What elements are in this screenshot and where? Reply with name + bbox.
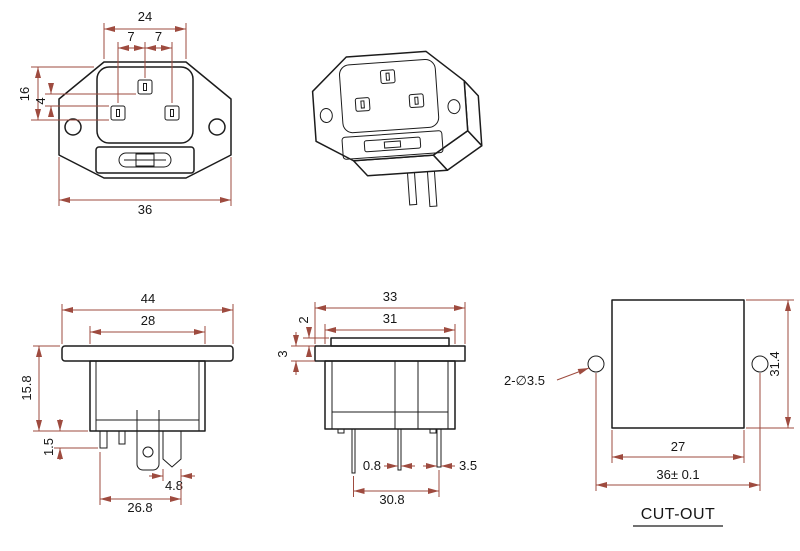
dim-text-0-8: 0.8 bbox=[363, 458, 381, 473]
dim-text-36: 36 bbox=[138, 202, 152, 217]
dim-text-27: 27 bbox=[671, 439, 685, 454]
dim-text-16: 16 bbox=[17, 87, 32, 101]
mounting-hole-right bbox=[447, 99, 461, 115]
cutout-title: CUT-OUT bbox=[633, 506, 723, 527]
dim-recess-height: 16 bbox=[17, 66, 109, 121]
dim-text-31: 31 bbox=[383, 311, 397, 326]
dim-terminal-span-30-8: 30.8 bbox=[353, 470, 440, 507]
dim-text-44: 44 bbox=[141, 291, 155, 306]
dim-text-1-5: 1.5 bbox=[41, 438, 56, 456]
neutral-pin bbox=[164, 105, 180, 121]
dim-flange-thickness-3: 3 bbox=[275, 332, 315, 375]
dim-top-width: 24 bbox=[103, 9, 187, 59]
cutout-view: 31.4 27 36± 0.1 2-∅3.5 CUT-OUT bbox=[504, 299, 794, 527]
flange-plate bbox=[61, 345, 234, 362]
mounting-hole-left bbox=[319, 108, 333, 124]
dim-text-7-left: 7 bbox=[127, 29, 134, 44]
earth-pin bbox=[137, 79, 153, 95]
dim-flange-width: 36 bbox=[58, 157, 232, 217]
dim-body-width-28: 28 bbox=[89, 313, 206, 344]
cutout-hole-right bbox=[751, 355, 769, 373]
socket-boss bbox=[330, 337, 450, 347]
fuse-drawer bbox=[95, 146, 195, 174]
line-pin bbox=[110, 105, 126, 121]
dim-cutout-height-31-4: 31.4 bbox=[746, 299, 794, 429]
dim-pin-row-offset: 4 bbox=[33, 83, 136, 117]
front-elevation-view: 44 28 15.8 1.5 4.8 bbox=[19, 291, 234, 515]
line-pin bbox=[354, 97, 371, 112]
dim-cutout-width-27: 27 bbox=[611, 430, 745, 463]
flange-plate bbox=[314, 345, 466, 362]
dim-body-depth-15-8: 15.8 bbox=[19, 345, 88, 432]
dim-text-33: 33 bbox=[383, 289, 397, 304]
dim-hole-spacing-36: 36± 0.1 bbox=[595, 373, 761, 491]
dim-terminal-length-1-5: 1.5 bbox=[41, 419, 98, 460]
fuse-holder-tab bbox=[136, 430, 160, 471]
mounting-hole-right bbox=[208, 118, 226, 136]
terminal-pin bbox=[351, 428, 356, 474]
earth-pin bbox=[379, 69, 396, 84]
dim-clip-width-4-8: 4.8 bbox=[149, 469, 195, 493]
cutout-label: CUT-OUT bbox=[641, 506, 716, 523]
cutout-hole-left bbox=[587, 355, 605, 373]
dim-text-28: 28 bbox=[141, 313, 155, 328]
body bbox=[324, 360, 456, 430]
terminal-pin bbox=[397, 428, 402, 471]
dim-body-length-31: 31 bbox=[324, 311, 456, 344]
dim-terminal-width-3-5: 3.5 bbox=[423, 458, 477, 473]
mounting-hole-left bbox=[64, 118, 82, 136]
dim-text-24: 24 bbox=[138, 9, 152, 24]
hole-callout: 2-∅3.5 bbox=[504, 367, 590, 388]
dim-flange-length-33: 33 bbox=[314, 289, 466, 344]
fuse-tab-hole bbox=[142, 446, 154, 458]
dim-text-hole-callout: 2-∅3.5 bbox=[504, 373, 545, 388]
dim-flange-width-44: 44 bbox=[61, 291, 234, 344]
side-elevation-view: 33 31 2 3 0.8 3 bbox=[275, 289, 477, 507]
dim-text-2: 2 bbox=[296, 316, 311, 323]
terminal-pin bbox=[118, 430, 126, 445]
perspective-view bbox=[311, 50, 483, 208]
cutout-rectangle bbox=[611, 299, 745, 429]
socket-recess bbox=[339, 59, 440, 134]
terminal-pin bbox=[436, 428, 442, 468]
dim-terminal-thickness-0-8: 0.8 bbox=[363, 458, 415, 473]
dim-text-15-8: 15.8 bbox=[19, 375, 34, 400]
dim-text-36-tol: 36± 0.1 bbox=[656, 467, 699, 482]
dim-text-3: 3 bbox=[275, 350, 290, 357]
dim-text-31-4: 31.4 bbox=[767, 351, 782, 376]
dim-text-4-8: 4.8 bbox=[165, 478, 183, 493]
foot bbox=[337, 428, 345, 434]
socket-recess bbox=[96, 66, 194, 144]
foot bbox=[429, 428, 437, 434]
dim-boss-height-2: 2 bbox=[296, 316, 329, 357]
snap-clip bbox=[162, 430, 182, 468]
front-view: 24 7 7 16 4 36 bbox=[17, 9, 232, 217]
dim-text-30-8: 30.8 bbox=[379, 492, 404, 507]
flange-outline bbox=[58, 61, 232, 179]
dim-text-7-right: 7 bbox=[155, 29, 162, 44]
dim-text-4: 4 bbox=[33, 97, 48, 104]
terminal-pin bbox=[99, 430, 108, 449]
dim-terminal-span-26-8: 26.8 bbox=[99, 452, 182, 515]
dim-text-26-8: 26.8 bbox=[127, 500, 152, 515]
dim-text-3-5: 3.5 bbox=[459, 458, 477, 473]
flange-front-face bbox=[311, 50, 469, 162]
neutral-pin bbox=[408, 93, 425, 109]
dim-pin-pitch: 7 7 bbox=[117, 29, 173, 103]
fuse-drawer bbox=[341, 130, 444, 160]
